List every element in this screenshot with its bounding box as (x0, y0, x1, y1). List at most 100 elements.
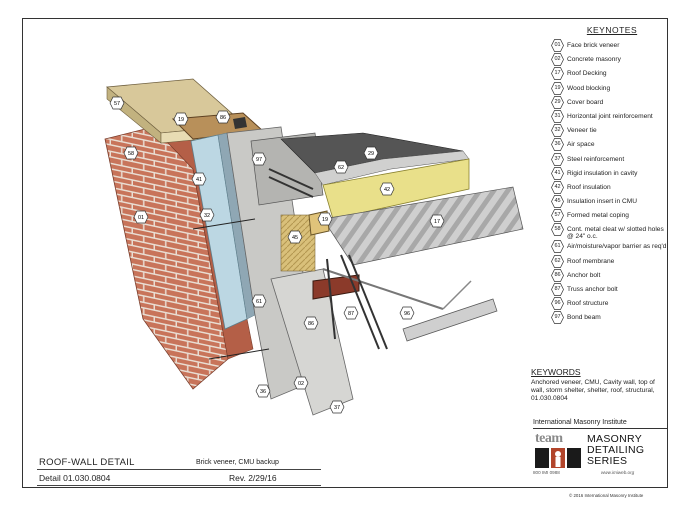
keynote-text: Bond beam (567, 314, 601, 322)
keynote-tag-number: 86 (308, 321, 314, 327)
keynote-tag-number: 17 (434, 219, 440, 225)
logo-line-detailing: DETAILING (587, 444, 645, 456)
keynote-text: Roof structure (567, 300, 609, 308)
keynote-number-badge: 58 (551, 223, 564, 237)
keynote-number-badge: 61 (551, 240, 564, 254)
logo-website: www.imiweb.org (601, 470, 635, 475)
keynote-text: Roof insulation (567, 183, 611, 191)
keynote-tag-number: 61 (256, 299, 262, 305)
keynote-tag: 19 (317, 212, 333, 226)
keynote-tag: 32 (199, 208, 215, 222)
keynote-number-badge: 31 (551, 110, 564, 123)
keynote-number: 02 (554, 56, 561, 63)
logo-phone: 800 IMI 0988 (533, 470, 560, 475)
keynote-tag-number: 37 (334, 405, 340, 411)
keynote-number-badge: 57 (551, 209, 564, 223)
steel-reinforcement (268, 176, 314, 198)
keynote-number: 36 (554, 141, 561, 148)
keynote-item: 58 Cont. metal cleat w/ slotted holes @ 2… (551, 223, 667, 240)
keynote-tag: 29 (363, 146, 379, 160)
keywords-panel: KEYWORDS Anchored veneer, CMU, Cavity wa… (531, 367, 665, 403)
keynote-tag-number: 86 (220, 115, 226, 121)
keynote-number-badge: 62 (551, 254, 564, 268)
keynote-tag: 87 (343, 306, 359, 320)
keynote-tag-number: 01 (138, 215, 144, 221)
keynote-text: Steel reinforcement (567, 155, 625, 163)
cmu-wall-lower (270, 268, 354, 416)
keynote-tag: 86 (303, 316, 319, 330)
keynote-number-badge: 41 (551, 166, 564, 180)
keynote-number-badge: 02 (551, 53, 564, 67)
keynote-tag: 86 (215, 110, 231, 124)
title-block: ROOF-WALL DETAIL Brick veneer, CMU backu… (33, 457, 321, 486)
keynote-number: 86 (554, 271, 561, 278)
bearing-plate (312, 274, 360, 300)
keynotes-title: KEYNOTES (586, 25, 638, 35)
roof-deck (322, 186, 524, 266)
keynote-tag-number: 45 (292, 235, 298, 241)
detail-number: Detail 01.030.0804 (39, 473, 111, 483)
keynote-tag-number: 97 (256, 157, 262, 163)
drawing-sheet: 57 19 86 58 97 62 29 41 42 01 32 17 45 19 61 96 86 87 02 36… (22, 18, 668, 488)
keynote-number: 58 (554, 226, 561, 233)
keynote-number-badge: 36 (551, 138, 564, 152)
keynote-item: 87 Truss anchor bolt (551, 283, 667, 297)
keynote-tag-number: 02 (298, 381, 304, 387)
roof-truss-web (442, 280, 472, 310)
roof-truss-angle (402, 298, 498, 342)
keynote-number: 29 (554, 98, 561, 105)
keynote-tag-number: 36 (260, 389, 266, 395)
keynote-tag-number: 32 (204, 213, 210, 219)
keynote-number-badge: 17 (551, 67, 564, 81)
title-block-divider (37, 469, 321, 470)
copyright-text: © 2016 International Masonry Institute (569, 493, 644, 498)
keynote-number: 31 (554, 112, 561, 119)
detail-title: ROOF-WALL DETAIL (39, 457, 135, 468)
keynote-number: 57 (554, 212, 561, 219)
keynote-tag-number: 58 (128, 151, 134, 157)
veneer-tie (192, 218, 256, 230)
keynote-number-badge: 96 (551, 297, 564, 311)
keynote-item: 32 Veneer tie (551, 124, 667, 138)
keywords-text: Anchored veneer, CMU, Cavity wall, top o… (531, 379, 655, 402)
logo-team: team (535, 431, 563, 446)
keynote-text: Insulation insert in CMU (567, 198, 637, 206)
logo-mark-icon (535, 448, 581, 468)
keynote-text: Cont. metal cleat w/ slotted holes @ 24"… (567, 226, 664, 241)
keynote-tag: 58 (123, 146, 139, 160)
keynote-number: 17 (554, 70, 561, 77)
keynote-tag-number: 41 (196, 177, 202, 183)
keynote-text: Face brick veneer (567, 42, 620, 49)
keynote-tag-number: 96 (404, 311, 410, 317)
keynote-text: Air space (567, 141, 595, 149)
keynote-number: 32 (554, 127, 561, 134)
keynote-tag: 02 (293, 376, 309, 390)
keynote-tag: 42 (379, 182, 395, 196)
keynote-text: Roof Decking (567, 70, 607, 78)
keynote-tag: 36 (255, 384, 271, 398)
keynote-tag-number: 29 (368, 151, 374, 157)
keynote-text: Cover board (567, 98, 604, 106)
keynote-number-badge: 19 (551, 81, 564, 95)
keynote-number: 42 (554, 183, 561, 190)
keynote-number: 87 (554, 286, 561, 292)
keynote-text: Truss anchor bolt (567, 286, 618, 293)
keynote-number: 41 (554, 169, 561, 176)
keynote-tag: 37 (329, 400, 345, 414)
truss-anchor-bolt (340, 254, 380, 350)
veneer-tie (208, 348, 270, 360)
keynote-number-badge: 29 (551, 95, 564, 109)
keynote-tag-number: 57 (114, 101, 120, 107)
keynote-number-badge: 87 (551, 283, 564, 296)
keynote-text: Veneer tie (567, 127, 597, 135)
keynote-number-badge: 37 (551, 152, 564, 166)
